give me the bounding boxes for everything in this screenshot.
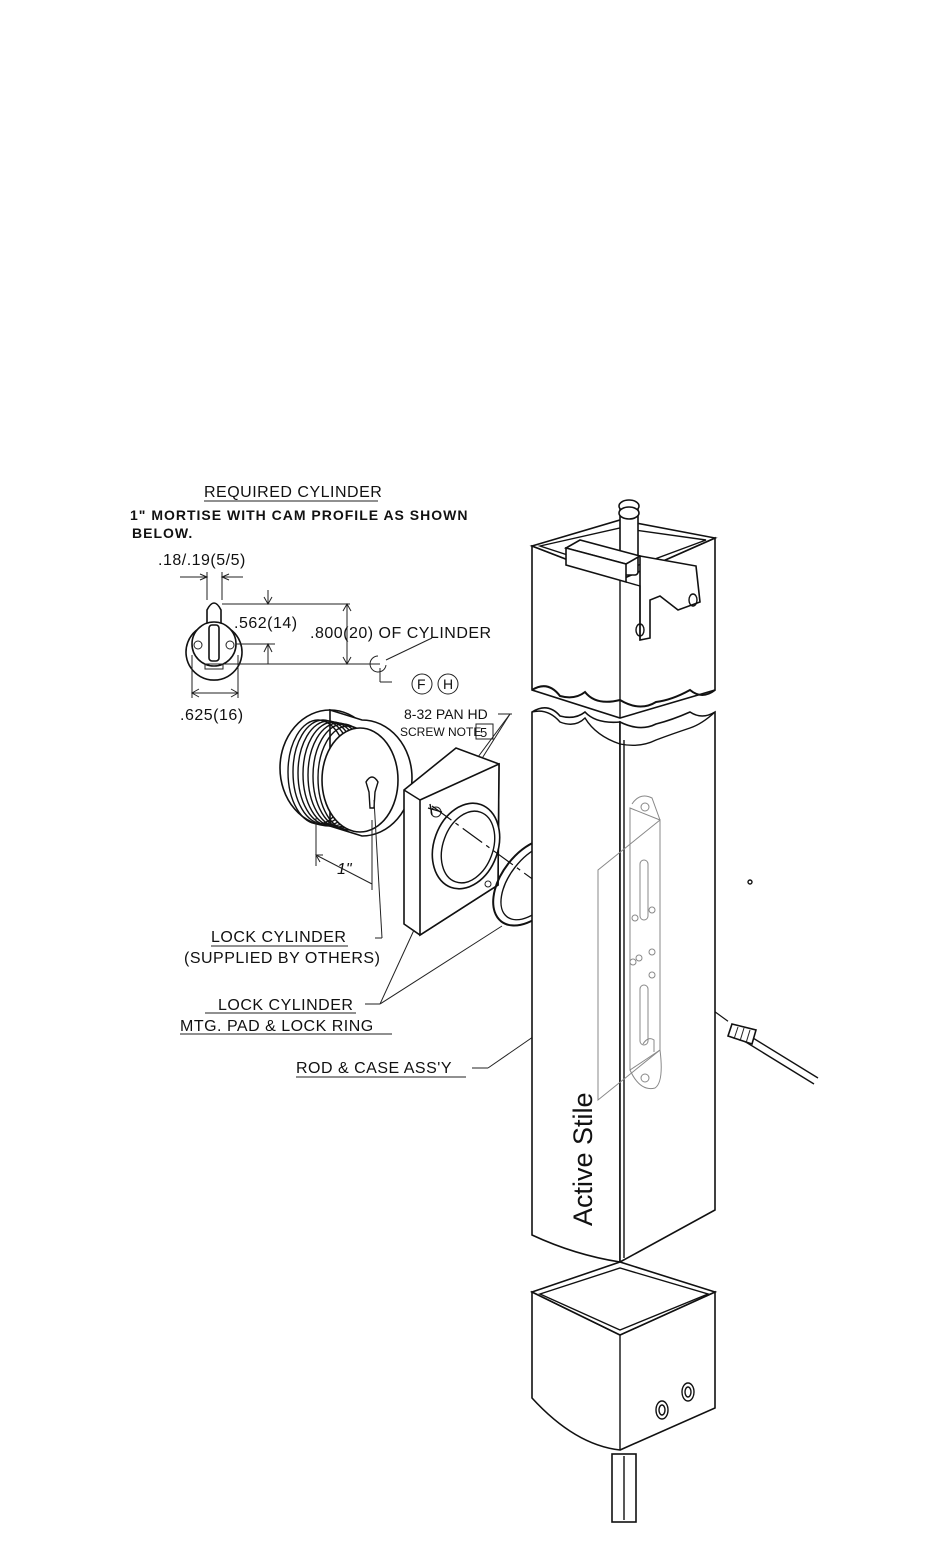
screw-label-line2: SCREW NOTE xyxy=(400,725,481,739)
screw-note-number: 5 xyxy=(480,725,487,740)
lock-cylinder: 1" xyxy=(280,710,412,938)
dim-cylinder-width: .625(16) xyxy=(180,707,244,724)
screw-label-line1: 8-32 PAN HD xyxy=(404,706,488,722)
mortise-note-line1: 1" MORTISE WITH CAM PROFILE AS SHOWN xyxy=(130,507,468,523)
lock-cylinder-label-line1: LOCK CYLINDER xyxy=(211,929,346,946)
dim-cam-height: .562(14) xyxy=(234,615,298,632)
stile-bottom-section xyxy=(532,1262,715,1522)
connecting-rod xyxy=(728,1024,818,1084)
mounting-pad xyxy=(404,748,511,935)
lock-cylinder-label-line2: (SUPPLIED BY OTHERS) xyxy=(184,950,380,967)
dim-cylinder-center: .800(20) OF CYLINDER xyxy=(310,625,492,642)
mtg-pad-label-line1: LOCK CYLINDER xyxy=(218,997,353,1014)
stile-top-section xyxy=(532,500,715,718)
mtg-pad-label-line2: MTG. PAD & LOCK RING xyxy=(180,1018,374,1035)
active-stile-label: Active Stile xyxy=(568,1092,598,1226)
cam-profile-detail: .18/.19(5/5) .562(14) .800(20) OF CYLIND… xyxy=(158,552,492,724)
rod-case-label: ROD & CASE ASS'Y xyxy=(296,1060,452,1077)
dim-cam-width: .18/.19(5/5) xyxy=(158,552,246,569)
callout-h: H xyxy=(443,676,453,692)
mortise-note-line2: BELOW. xyxy=(132,525,193,541)
required-cylinder-title: REQUIRED CYLINDER xyxy=(204,484,382,501)
dim-mortise-length: 1" xyxy=(337,861,353,878)
stile-main-section: Active Stile xyxy=(532,708,752,1262)
callout-f: F xyxy=(417,676,426,692)
